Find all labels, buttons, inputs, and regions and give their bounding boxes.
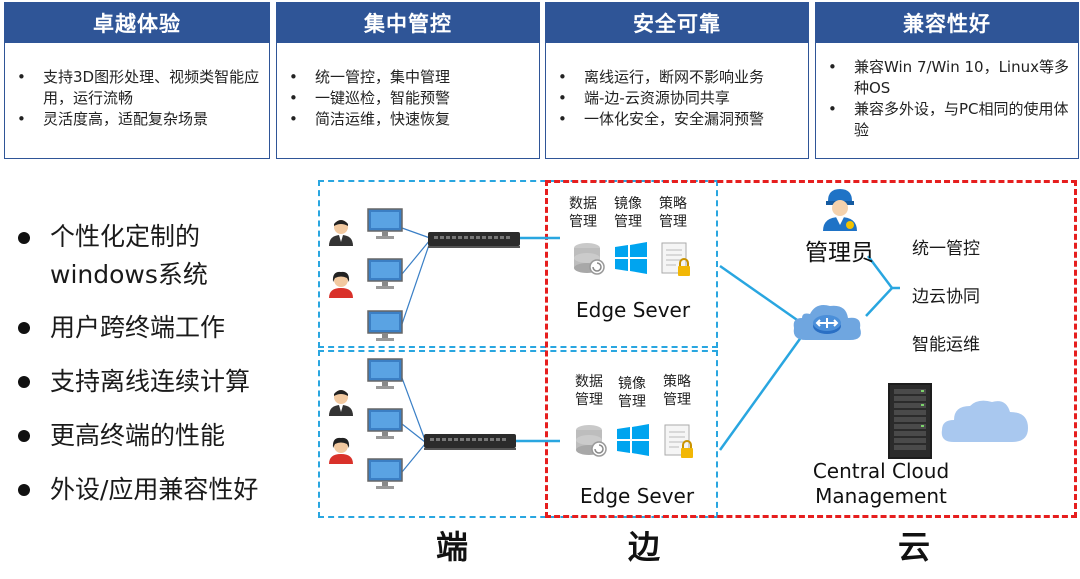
card-safe-reliable: 安全可靠 离线运行，断网不影响业务 端-边-云资源协同共享 一体化安全，安全漏洞… [545, 2, 809, 159]
edge-label-image: 镜像管理 [618, 376, 646, 410]
card-excellent-experience: 卓越体验 支持3D图形处理、视频类智能应用，运行流畅 灵活度高，适配复杂场景 [4, 2, 270, 159]
server-rack-icon [886, 383, 934, 463]
card-item: 支持3D图形处理、视频类智能应用，运行流畅 [17, 67, 261, 109]
edge-label-data: 数据管理 [569, 196, 597, 230]
edge-server-title: Edge Sever [576, 298, 691, 322]
user-female-icon [328, 270, 354, 302]
edge-label-policy: 策略管理 [663, 374, 691, 408]
feature-item: 个性化定制的windows系统 [14, 218, 214, 294]
zone-label-end: 端 [436, 528, 469, 566]
card-item: 端-边-云资源协同共享 [558, 88, 800, 109]
cloud-function-smart-ops: 智能运维 [912, 335, 980, 355]
card-item: 一键巡检，智能预警 [289, 88, 531, 109]
user-male-icon [328, 218, 354, 250]
end-zone-top [318, 180, 718, 348]
edge-cloud-zone [545, 180, 1077, 518]
administrator-icon [820, 187, 860, 235]
windows-icon [616, 424, 650, 460]
card-title: 卓越体验 [5, 3, 269, 43]
monitor-icon [367, 458, 403, 494]
policy-document-icon [664, 424, 696, 464]
feature-item: 外设/应用兼容性好 [14, 470, 314, 510]
card-list: 兼容Win 7/Win 10，Linux等多种OS 兼容多外设，与PC相同的使用… [816, 43, 1078, 141]
windows-icon [614, 242, 648, 278]
monitor-icon [367, 258, 403, 294]
card-item: 一体化安全，安全漏洞预警 [558, 109, 800, 130]
card-item: 离线运行，断网不影响业务 [558, 67, 800, 88]
card-central-control: 集中管控 统一管控，集中管理 一键巡检，智能预警 简洁运维，快速恢复 [276, 2, 540, 159]
zone-label-edge: 边 [628, 528, 661, 566]
switch-icon [424, 432, 516, 456]
card-list: 支持3D图形处理、视频类智能应用，运行流畅 灵活度高，适配复杂场景 [5, 43, 269, 130]
user-male-icon [328, 388, 354, 420]
edge-label-policy: 策略管理 [659, 196, 687, 230]
card-list: 统一管控，集中管理 一键巡检，智能预警 简洁运维，快速恢复 [277, 43, 539, 130]
user-female-icon [328, 436, 354, 468]
feature-list: 个性化定制的windows系统 用户跨终端工作 支持离线连续计算 更高终端的性能… [14, 218, 314, 524]
zone-label-cloud: 云 [898, 528, 931, 566]
feature-item: 更高终端的性能 [14, 416, 314, 456]
edge-server-title: Edge Sever [580, 484, 695, 508]
card-item: 统一管控，集中管理 [289, 67, 531, 88]
end-zone-bottom [318, 350, 718, 518]
monitor-icon [367, 208, 403, 244]
edge-label-image: 镜像管理 [614, 196, 642, 230]
monitor-icon [367, 358, 403, 394]
card-item: 灵活度高，适配复杂场景 [17, 109, 261, 130]
policy-document-icon [661, 242, 693, 282]
monitor-icon [367, 310, 403, 346]
card-compatibility: 兼容性好 兼容Win 7/Win 10，Linux等多种OS 兼容多外设，与PC… [815, 2, 1079, 159]
switch-icon [428, 230, 520, 254]
card-title: 兼容性好 [816, 3, 1078, 43]
monitor-icon [367, 408, 403, 444]
database-icon [572, 242, 606, 280]
cloud-function-edge-cloud-sync: 边云协同 [912, 287, 980, 307]
router-icon [790, 300, 864, 350]
feature-item: 支持离线连续计算 [14, 362, 314, 402]
card-title: 集中管控 [277, 3, 539, 43]
cloud-icon [940, 398, 1030, 448]
administrator-label: 管理员 [805, 240, 874, 266]
central-cloud-management-label: Central Cloud Management [812, 459, 950, 508]
card-item: 简洁运维，快速恢复 [289, 109, 531, 130]
card-item: 兼容Win 7/Win 10，Linux等多种OS [828, 57, 1070, 99]
card-item: 兼容多外设，与PC相同的使用体验 [828, 99, 1070, 141]
card-list: 离线运行，断网不影响业务 端-边-云资源协同共享 一体化安全，安全漏洞预警 [546, 43, 808, 130]
database-icon [574, 424, 608, 462]
feature-item: 用户跨终端工作 [14, 308, 314, 348]
cloud-function-unified-control: 统一管控 [912, 239, 980, 259]
card-title: 安全可靠 [546, 3, 808, 43]
edge-label-data: 数据管理 [575, 374, 603, 408]
